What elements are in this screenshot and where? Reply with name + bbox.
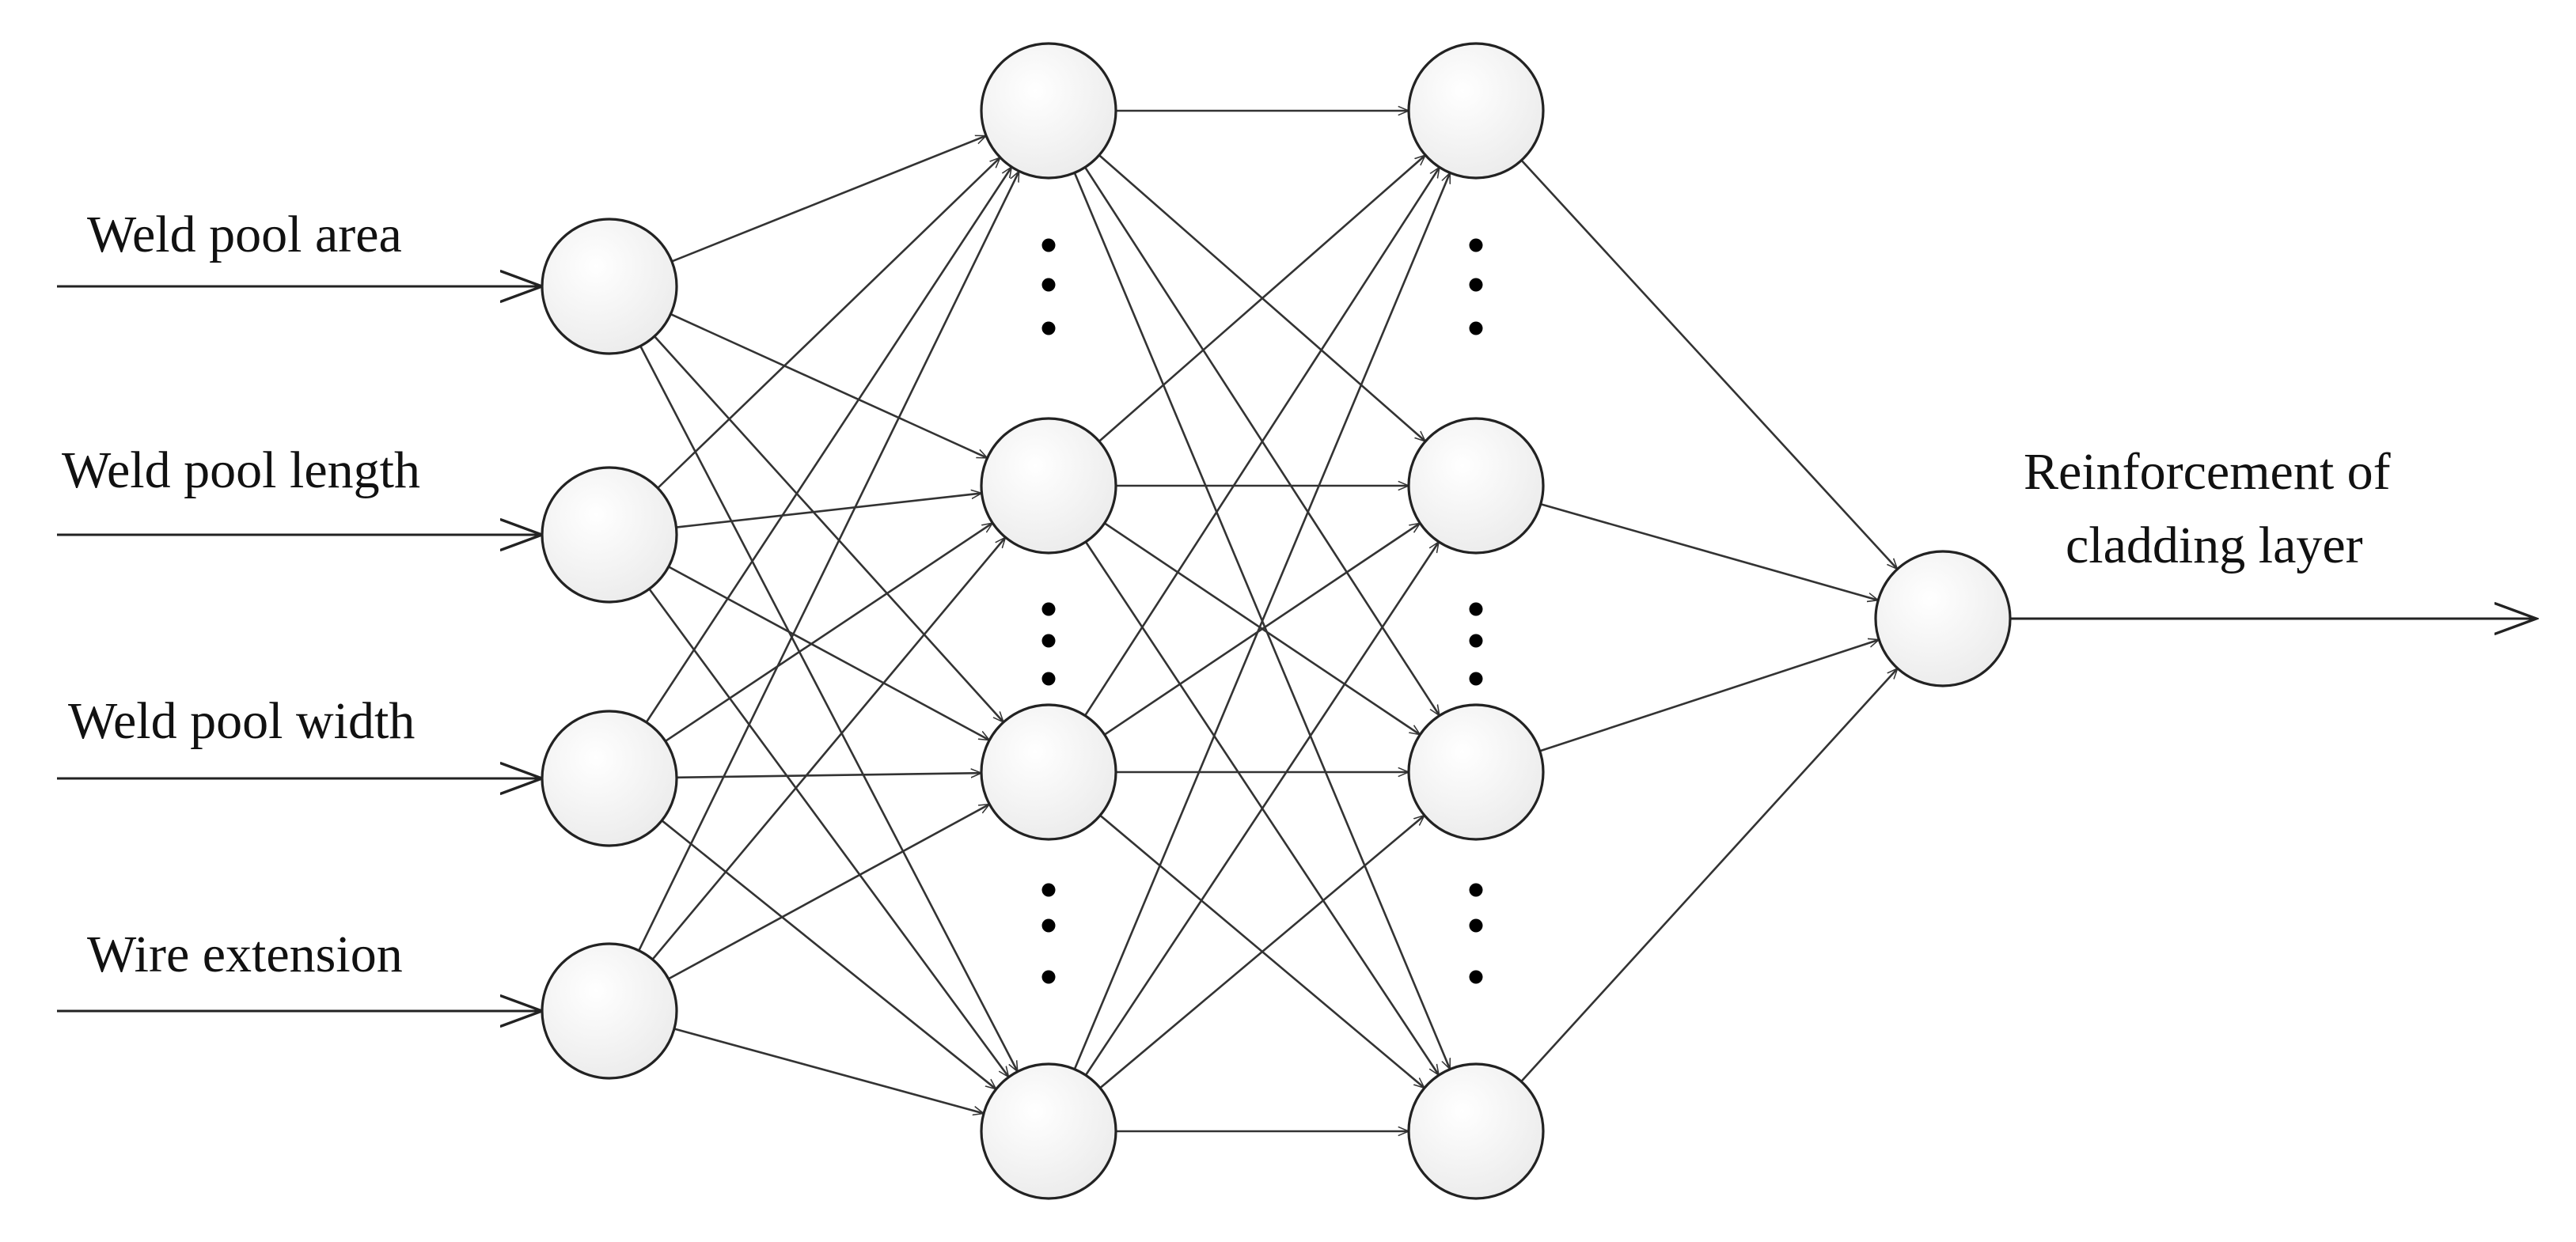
edge-input-3-to-h1-1 [645, 167, 1012, 723]
input-output-arrows [57, 286, 2536, 1011]
output-label-line-1: Reinforcement of [2024, 443, 2391, 501]
edge-h1-3-to-h2-2 [1103, 523, 1421, 736]
edge-h2-1-to-output [1520, 159, 1898, 570]
input-label-wire-extension: Wire extension [87, 926, 403, 983]
edge-input-2-to-h1-3 [668, 566, 989, 741]
edge-h1-3-to-h2-1 [1084, 167, 1440, 717]
hidden2-node-3 [1407, 703, 1545, 841]
edge-input-4-to-h1-4 [673, 1028, 984, 1114]
ellipsis-dot-layer1-group2-3 [1041, 672, 1056, 686]
ellipsis-dot-layer2-group3-2 [1469, 918, 1483, 933]
edge-h2-4-to-output [1520, 668, 1898, 1082]
edge-h2-3-to-output [1539, 640, 1880, 752]
ellipsis-dot-layer1-group1-2 [1041, 278, 1056, 292]
output-node [1874, 550, 2012, 687]
ellipsis-dot-layer2-group3-1 [1469, 883, 1483, 897]
hidden2-node-4 [1407, 1062, 1545, 1200]
edge-input-3-to-h1-4 [661, 820, 996, 1089]
edge-input-1-to-h1-1 [671, 134, 986, 263]
edge-h2-2-to-output [1540, 503, 1878, 600]
ellipsis-dot-layer1-group1-3 [1041, 321, 1056, 335]
hidden1-node-2 [980, 417, 1117, 555]
ellipsis-dot-layer2-group2-3 [1469, 672, 1483, 686]
edge-input-2-to-h1-4 [648, 588, 1008, 1077]
edge-input-1-to-h1-2 [670, 312, 987, 460]
input-node-3 [541, 710, 678, 847]
edge-h1-4-to-h2-2 [1084, 542, 1439, 1076]
input-node-1 [541, 218, 678, 355]
input-node-4 [541, 942, 678, 1080]
input-label-weld-pool-area: Weld pool area [87, 206, 402, 263]
edge-input-2-to-h1-2 [676, 493, 982, 528]
hidden1-node-3 [980, 703, 1117, 841]
ellipsis-dot-layer2-group2-1 [1469, 602, 1483, 616]
edge-input-2-to-h1-1 [657, 157, 1000, 489]
edge-input-4-to-h1-3 [668, 803, 990, 980]
ellipsis-dot-layer1-group3-2 [1041, 918, 1056, 933]
edge-input-1-to-h1-3 [654, 335, 1003, 722]
edge-input-1-to-h1-4 [639, 345, 1019, 1071]
ellipsis-dot-layer1-group1-1 [1041, 238, 1056, 252]
input-label-weld-pool-width: Weld pool width [68, 692, 415, 750]
network-nodes [541, 42, 2012, 1200]
hidden2-node-1 [1407, 42, 1545, 180]
ellipsis-dot-layer1-group2-1 [1041, 602, 1056, 616]
hidden1-node-4 [980, 1062, 1117, 1200]
edge-input-4-to-h1-2 [651, 537, 1006, 960]
connection-edges [638, 111, 1898, 1131]
hidden1-node-1 [980, 42, 1117, 180]
edge-input-4-to-h1-1 [638, 171, 1020, 952]
input-node-2 [541, 466, 678, 604]
ellipsis-dot-layer1-group2-2 [1041, 634, 1056, 648]
edge-input-3-to-h1-3 [676, 773, 981, 779]
ellipsis-dot-layer2-group1-1 [1469, 238, 1483, 252]
ellipsis-dot-layer1-group3-3 [1041, 970, 1056, 984]
edge-h1-4-to-h2-1 [1073, 172, 1451, 1070]
edge-h1-2-to-h2-1 [1098, 155, 1425, 442]
ellipsis-dot-layer2-group1-2 [1469, 278, 1483, 292]
hidden2-node-2 [1407, 417, 1545, 555]
edge-h1-4-to-h2-3 [1099, 816, 1425, 1089]
ellipsis-dot-layer2-group2-2 [1469, 634, 1483, 648]
ellipsis-dot-layer1-group3-1 [1041, 883, 1056, 897]
ellipsis-dots [1041, 238, 1483, 984]
output-label-line-2: cladding layer [2066, 517, 2363, 574]
input-label-weld-pool-length: Weld pool length [62, 441, 420, 499]
ellipsis-dot-layer2-group3-3 [1469, 970, 1483, 984]
ellipsis-dot-layer2-group1-3 [1469, 321, 1483, 335]
edge-input-3-to-h1-2 [664, 523, 993, 742]
